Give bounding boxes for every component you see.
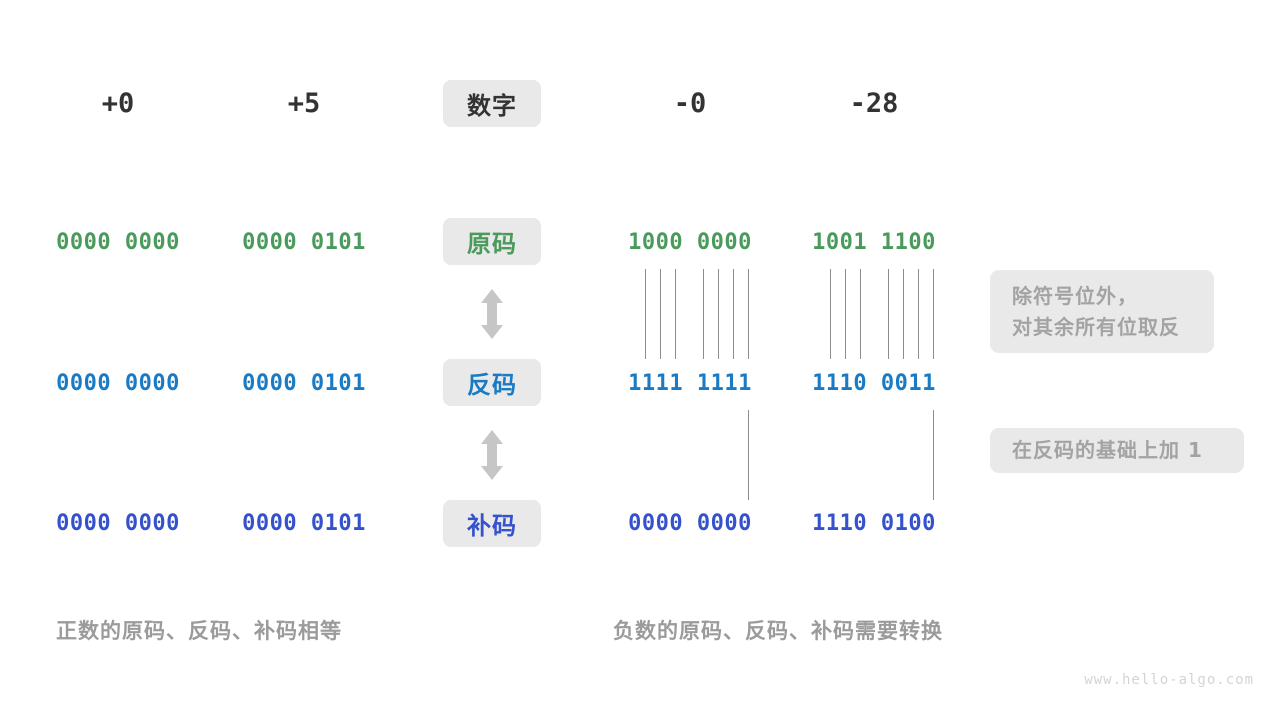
bits-twos-complement-minus0: 0000 0000 [628, 511, 752, 536]
connector-line [933, 410, 934, 500]
connector-line [918, 269, 919, 359]
connector-line [675, 269, 676, 359]
connector-line [703, 269, 704, 359]
column-header-minus0: -0 [673, 88, 707, 119]
watermark: www.hello-algo.com [1084, 672, 1254, 688]
caption-positive-numbers: 正数的原码、反码、补码相等 [56, 619, 342, 643]
row-label-number: 数字 [443, 80, 541, 127]
bits-ones-complement-plus5: 0000 0101 [242, 371, 366, 396]
bits-twos-complement-plus0: 0000 0000 [56, 511, 180, 536]
connector-line [660, 269, 661, 359]
double-arrow-vertical-icon-top [478, 288, 506, 340]
connector-line [748, 410, 749, 500]
connector-line [888, 269, 889, 359]
note-invert-line-2: 对其余所有位取反 [1012, 314, 1180, 339]
note-invert-bits: 除符号位外， 对其余所有位取反 [990, 270, 1214, 353]
connector-line [860, 269, 861, 359]
note-add-one: 在反码的基础上加 1 [990, 428, 1244, 473]
column-header-plus5: +5 [287, 88, 321, 119]
row-label-sign-magnitude: 原码 [443, 218, 541, 265]
column-header-minus28: -28 [849, 88, 899, 119]
caption-negative-numbers: 负数的原码、反码、补码需要转换 [613, 619, 943, 643]
connector-line [733, 269, 734, 359]
bits-twos-complement-minus28: 1110 0100 [812, 511, 936, 536]
connector-line [645, 269, 646, 359]
bits-ones-complement-minus0: 1111 1111 [628, 371, 752, 396]
double-arrow-vertical-icon-bottom [478, 429, 506, 481]
connector-line [830, 269, 831, 359]
connector-line [748, 269, 749, 359]
note-add-one-line-1: 在反码的基础上加 1 [1012, 438, 1203, 462]
bits-twos-complement-plus5: 0000 0101 [242, 511, 366, 536]
note-invert-line-1: 除符号位外， [1012, 283, 1138, 308]
row-label-ones-complement: 反码 [443, 359, 541, 406]
connector-line [845, 269, 846, 359]
column-header-plus0: +0 [101, 88, 135, 119]
row-label-twos-complement: 补码 [443, 500, 541, 547]
bits-sign-magnitude-minus28: 1001 1100 [812, 230, 936, 255]
connector-line [718, 269, 719, 359]
bits-sign-magnitude-plus0: 0000 0000 [56, 230, 180, 255]
bits-ones-complement-minus28: 1110 0011 [812, 371, 936, 396]
bits-sign-magnitude-minus0: 1000 0000 [628, 230, 752, 255]
connector-line [903, 269, 904, 359]
connector-line [933, 269, 934, 359]
bits-sign-magnitude-plus5: 0000 0101 [242, 230, 366, 255]
bits-ones-complement-plus0: 0000 0000 [56, 371, 180, 396]
